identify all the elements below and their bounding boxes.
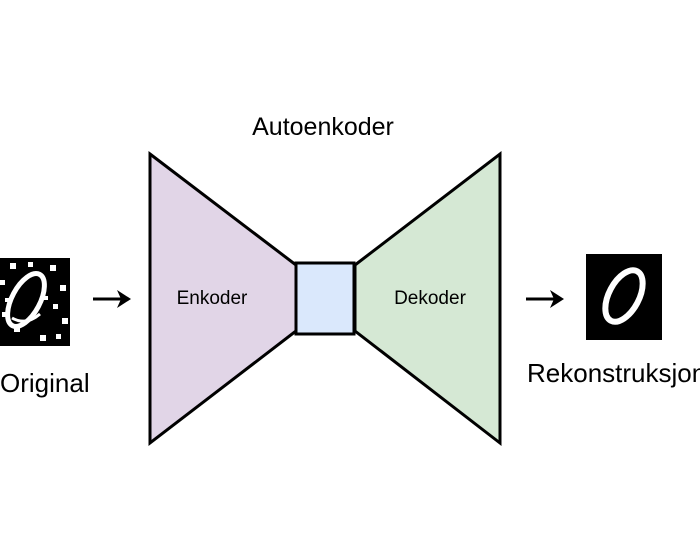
decoder-label: Dekoder	[394, 288, 466, 309]
arrow-right-icon	[526, 290, 564, 308]
input-caption: Original	[0, 368, 90, 398]
diagram-title: Autoenkoder	[252, 113, 394, 141]
output-caption: Rekonstruksjon	[527, 358, 700, 388]
decoder-block	[353, 150, 502, 447]
input-image	[0, 258, 70, 346]
arrow-right-icon	[93, 290, 131, 308]
latent-code-block	[294, 261, 356, 336]
output-image	[586, 254, 662, 340]
encoder-label: Enkoder	[177, 288, 248, 309]
